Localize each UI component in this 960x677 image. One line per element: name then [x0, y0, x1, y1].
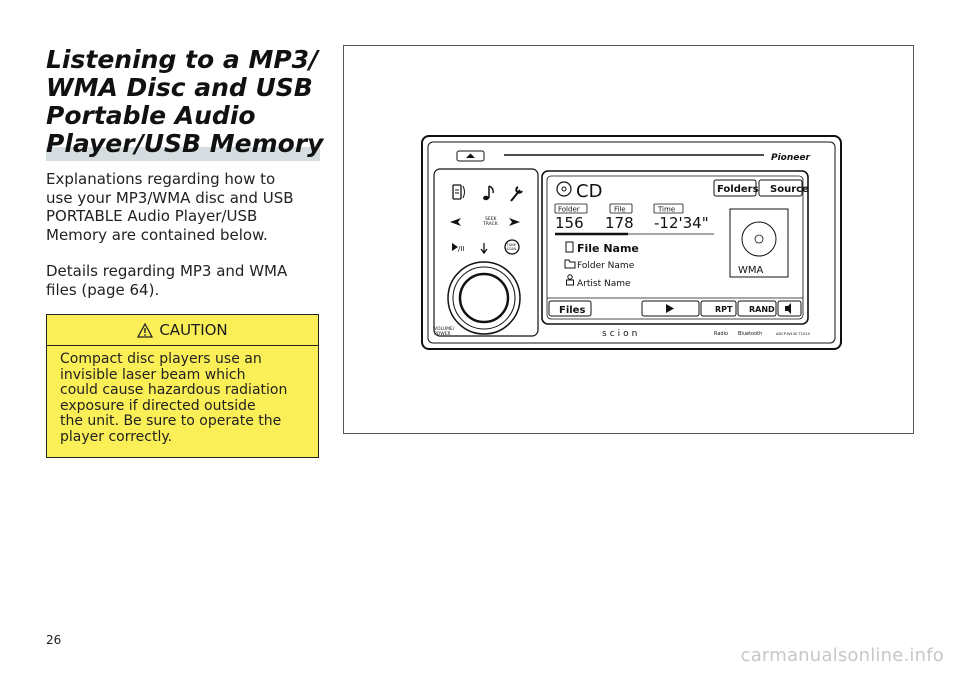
source-button[interactable] [758, 179, 803, 197]
model-number: ADCP-W130 T1010 [776, 332, 811, 336]
details-line: files (page 64). [46, 280, 160, 299]
track-label: TRACK [482, 221, 499, 227]
seek-back-icon[interactable] [450, 218, 461, 226]
caution-line: exposure if directed outside [60, 397, 256, 414]
page-number: 26 [46, 633, 62, 647]
details-line: Details regarding MP3 and WMA [46, 262, 288, 280]
source-button-label: Source [770, 184, 809, 195]
details-paragraph: Details regarding MP3 and WMA files (pag… [46, 262, 316, 299]
files-button[interactable] [548, 300, 592, 317]
tune-scan-button[interactable] [504, 239, 520, 255]
speaker-icon [785, 303, 791, 314]
artist-name-text: Artist Name [577, 279, 631, 289]
caution-box: CAUTION Compact disc players use an invi… [46, 314, 319, 458]
files-button-label: Files [559, 305, 585, 316]
title-line: WMA Disc and USB [46, 73, 313, 102]
folders-button-label: Folders [717, 184, 759, 195]
title-line: Player/USB Memory [46, 129, 324, 158]
warning-triangle-icon [137, 322, 154, 338]
time-tag: Time [657, 206, 675, 214]
intro-line: Explanations regarding how to [46, 170, 276, 188]
title-line: Portable Audio [46, 101, 256, 130]
caution-line: player correctly. [60, 428, 173, 445]
file-tag: File [614, 206, 626, 214]
title-line: Listening to a MP3/ [46, 45, 319, 74]
file-icon [565, 241, 574, 253]
scion-logo: scion [602, 329, 640, 339]
caution-header: CAUTION [47, 315, 318, 346]
caution-line: could cause hazardous radiation [60, 382, 288, 398]
figure-frame: Pioneer SEEK TRACK /II [343, 45, 914, 434]
down-arrow-icon[interactable] [480, 243, 488, 255]
caution-line: invisible laser beam which [60, 366, 246, 383]
eject-icon [466, 153, 475, 158]
random-button-label: RAND [749, 305, 775, 314]
folder-number: 156 [555, 214, 584, 232]
artist-icon [566, 274, 574, 286]
brand-logo: Pioneer [771, 153, 810, 163]
phone-button[interactable] [452, 184, 465, 200]
caution-text: Compact disc players use an invisible la… [60, 351, 312, 445]
folder-name-text: Folder Name [577, 261, 635, 271]
seek-forward-icon[interactable] [509, 218, 520, 226]
caution-label: CAUTION [159, 321, 228, 339]
bluetooth-label: Bluetooth [738, 331, 762, 337]
intro-line: PORTABLE Audio Player/USB [46, 207, 258, 225]
hd-radio-label: Radio [714, 331, 728, 337]
play-icon [666, 304, 674, 313]
phone-icon [455, 185, 465, 199]
music-note-icon[interactable] [483, 185, 494, 201]
format-label: WMA [738, 265, 764, 276]
source-label: CD [576, 181, 602, 202]
repeat-button[interactable] [700, 300, 737, 317]
intro-paragraph: Explanations regarding how to use your M… [46, 170, 316, 244]
file-number: 178 [605, 214, 634, 232]
intro-line: Memory are contained below. [46, 225, 268, 244]
head-unit-illustration: Pioneer SEEK TRACK /II [421, 135, 842, 350]
volume-label: VOLUME/ [434, 326, 455, 332]
wrench-icon[interactable] [510, 186, 523, 202]
folder-tag: Folder [558, 206, 580, 214]
seek-label: SEEK [485, 216, 498, 222]
volume-knob[interactable] [447, 261, 521, 335]
scan-label: SCAN [507, 247, 517, 251]
folders-button[interactable] [713, 179, 757, 197]
watermark: carmanualsonline.info [740, 645, 944, 666]
svg-text:/II: /II [458, 245, 465, 253]
folder-icon [564, 259, 576, 269]
caution-line: Compact disc players use an [60, 351, 262, 367]
tune-label: TUNE [506, 243, 517, 247]
repeat-button-label: RPT [715, 305, 733, 314]
caution-line: the unit. Be sure to operate the [60, 413, 282, 429]
file-name-text: File Name [577, 242, 639, 255]
disc-icon [556, 181, 572, 197]
play-pause-icon[interactable]: /II [452, 243, 465, 253]
playback-time: -12'34" [654, 214, 709, 232]
random-button[interactable] [737, 300, 777, 317]
intro-line: use your MP3/WMA disc and USB [46, 188, 294, 207]
section-title: Listening to a MP3/ WMA Disc and USB Por… [46, 46, 336, 158]
power-label: POWER [434, 331, 451, 337]
